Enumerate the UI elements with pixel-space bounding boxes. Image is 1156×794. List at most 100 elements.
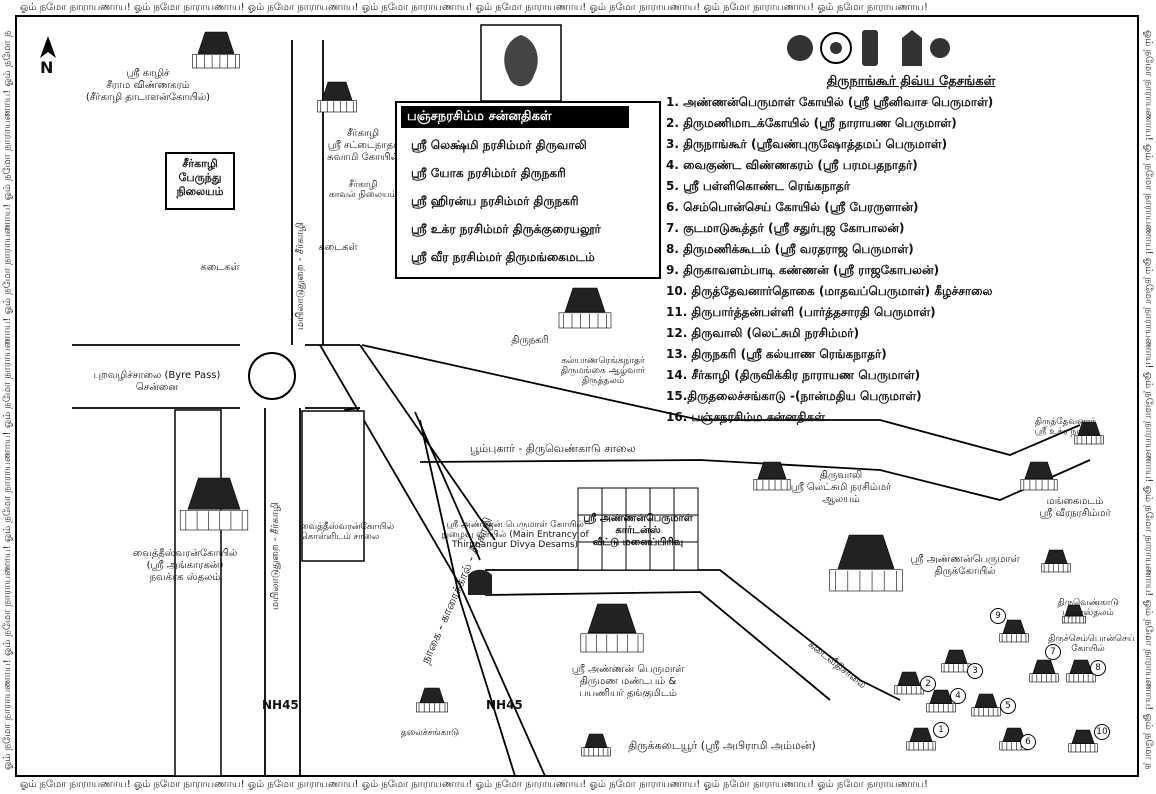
temple-icon-divya-desam [941, 649, 971, 673]
legend-item: 12. திருவாலி (லெட்சுமி நரசிம்மர்) [666, 326, 860, 340]
temple-number-marker: 9 [990, 608, 1006, 624]
label-annan-koil: ஸ்ரீ அண்ணன்பெருமாள்திருக்கோயில் [910, 554, 1020, 577]
label-sirkazhi-sattainathar: சீர்காழிஸ்ரீ சட்டைநாதர்சுவாமி கோயில் [327, 128, 399, 163]
garden-plot-grid [577, 487, 699, 571]
temple-icon-mandapam [580, 603, 644, 653]
legend-item: 9. திருகாவளம்பாடி கண்ணன் (ஸ்ரீ ராஜகோபலன்… [666, 263, 940, 277]
compass-label: N [40, 58, 54, 77]
label-thiru-devanar: திருத்தேவனார்ஸ்ரீ உக்ர நரசிம் [1034, 417, 1096, 437]
pancha-item: ஸ்ரீ யோக நரசிம்மர் திருநகரி [411, 166, 566, 180]
pancha-box-title: பஞ்சநரசிம்ம சன்னதிகள் [401, 106, 629, 128]
road-label-poompuhar: பூம்புகார் - திருவெண்காடு சாலை [470, 442, 636, 455]
roundabout [248, 352, 296, 400]
temple-icon-mangaimadam [1020, 461, 1058, 491]
label-thiruchemponsei: திருச்செம்பொன்செய்கோயில் [1048, 634, 1135, 654]
temple-icon-ramavinnagaram [192, 31, 240, 69]
deity-figure-icon [504, 35, 538, 87]
legend-item: 14. சீர்காழி (திருவிக்கிர நாராயண பெருமாள… [666, 368, 921, 382]
temple-icon-divya-desam [971, 693, 1001, 717]
temple-icon-divya-desam [926, 689, 956, 713]
label-nh45-east: NH45 [486, 698, 523, 712]
label-bypass: புறவழிச்சாலை (Byre Pass)சென்னை [93, 370, 221, 393]
road-label-mayiladuthurai-bottom: மயிலாடுதுறை - சீர்காழி [270, 502, 281, 610]
road-mayiladuthurai-sirkazhi [264, 40, 324, 776]
label-annan-garden: ஸ்ரீ அண்ணன்பெருமாள்கார்டன்ஸ்வீட்டு மனைப்… [583, 513, 693, 548]
label-sirkazhi-ramavinnagaram: ஸ்ரீ காழிச்சீராம விண்ணகரம்(சீர்காழி தாடா… [85, 68, 211, 103]
legend-item: 1. அண்ணன்பெருமாள் கோயில் (ஸ்ரீ ஸ்ரீனிவாச… [666, 95, 994, 109]
temple-icon-thiruvenkadu [1041, 549, 1071, 573]
temple-number-marker: 10 [1094, 724, 1110, 740]
temple-number-marker: 1 [933, 722, 949, 738]
legend-item: 13. திருநகரி (ஸ்ரீ கல்யாண ரெங்கநாதர்) [666, 347, 887, 361]
legend-item: 4. வைகுண்ட விண்ணகரம் (ஸ்ரீ பரமபதநாதர்) [666, 158, 918, 172]
legend-item: 10. திருத்தேவனார்தொகை (மாதவப்பெருமாள்) க… [666, 284, 993, 298]
label-thalai-sangadu: தலைச்சங்காடு [400, 728, 460, 738]
temple-icon-annan-perumal [829, 534, 903, 592]
legend-item: 6. செம்பொன்செய் கோயில் (ஸ்ரீ பேரருளான்) [666, 200, 919, 214]
label-vaitheeswaran: வைத்தீஸ்வரன்கோயில்(ஸ்ரீ அங்காரகன்)நவக்ரக… [132, 548, 238, 583]
pancha-item: ஸ்ரீ ஹிரன்ய நரசிம்மர் திருநகரி [411, 194, 579, 208]
temple-icon-divya-desam [999, 619, 1029, 643]
local-block [301, 410, 365, 562]
temple-number-marker: 2 [920, 676, 936, 692]
temple-icon-thirukadaiyur [581, 733, 611, 757]
legend-item: 7. குடமாடுகூத்தர் (ஸ்ரீ சதுர்புஜ கோபாலன்… [666, 221, 905, 235]
label-thirukadaiyur: திருக்கடையூர் (ஸ்ரீ அபிராமி அம்மன்) [628, 739, 816, 752]
road-label-mayiladuthurai-top: மயிலாடுதுறை - சீர்காழி [295, 222, 306, 330]
label-nh45-west: NH45 [262, 698, 299, 712]
temple-number-marker: 3 [967, 663, 983, 679]
legend-item: 11. திருபார்த்தன்பள்ளி (பார்த்தசாரதி பெர… [666, 305, 936, 319]
label-vaitheeswaran-road: வைத்தீஸ்வரன்கோயில்கொள்ளிடம் சாலை [300, 522, 395, 542]
temple-icon-divya-desam [906, 727, 936, 751]
temple-icon-divya-desam [894, 671, 924, 695]
right-border-text: ஓம் நமோ நாராயணாய! ஓம் நமோ நாராயணாய! ஓம் … [1143, 30, 1154, 770]
temple-icon-divya-desam [1068, 729, 1098, 753]
temple-icon-vaitheeswaran [179, 477, 249, 531]
temple-number-marker: 6 [1020, 734, 1036, 750]
legend-item: 16. பஞ்சநரசிம்ம சன்னதிகள் [666, 410, 825, 424]
label-mandapam: ஸ்ரீ அண்ணன் பெருமாள்திருமண மண்டபம் &பயணி… [571, 664, 685, 699]
label-kadaigal-1: கடைகள் [200, 262, 240, 273]
temple-icon-thalai-sangadu [416, 687, 448, 713]
legend-item: 3. திருநாங்கூர் (ஸ்ரீவண்புருஷோத்தமப் பெர… [666, 137, 948, 151]
label-thirunagari: திருநகரி [511, 335, 549, 346]
temple-icon-thiru-devanar [1074, 421, 1104, 445]
left-block [174, 409, 222, 777]
label-kadaigal-2: கடைகள் [318, 242, 358, 253]
temple-icon-chemponsei [1062, 604, 1087, 624]
legend-item: 8. திருமணிக்கூடம் (ஸ்ரீ வரதராஜ பெருமாள்) [666, 242, 914, 256]
pancha-item: ஸ்ரீ உக்ர நரசிம்மர் திருக்குரையலூர் [411, 222, 601, 236]
vaishnava-emblems-icon [787, 30, 950, 66]
compass-icon [40, 36, 56, 58]
legend-title: திருநாங்கூர் திவ்ய தேசங்கள் [826, 74, 996, 89]
divya-desam-legend: திருநாங்கூர் திவ்ய தேசங்கள் 1. அண்ணன்பெர… [666, 74, 1136, 428]
pancha-item: ஸ்ரீ வீர நரசிம்மர் திருமங்கைமடம் [411, 250, 595, 264]
temple-number-marker: 8 [1090, 660, 1106, 676]
legend-item: 2. திருமணிமாடக்கோயில் (ஸ்ரீ நாராயண பெரும… [666, 116, 957, 130]
road-bypass [72, 344, 360, 409]
bottom-border-text: ஓம் நமோ நாராயணாய! ஓம் நமோ நாராயணாய! ஓம் … [20, 779, 928, 790]
label-thiruvenkadu-puthan: திருவெண்காடுபுதன்ஸ்தலம் [1057, 598, 1119, 618]
road-nagai-karaikal [319, 344, 546, 777]
label-thiruvali: திருவாலிஸ்ரீ லெட்சுமி நரசிம்மர்ஆலயம் [790, 470, 892, 505]
label-mangaimadam: மங்கைமடம்ஸ்ரீ வீரநரசிம்மர் [1039, 496, 1111, 519]
temple-icon-thirunagari [558, 287, 612, 329]
pancha-item: ஸ்ரீ லெக்ஷ்மி நரசிம்மர் திருவாலி [411, 138, 587, 152]
label-sirkazhi-bus-stand: சீர்காழிபேருந்துநிலையம் [165, 152, 235, 210]
temple-number-marker: 7 [1045, 644, 1061, 660]
temple-icon-sattainathar [317, 81, 357, 113]
top-border-text: ஓம் நமோ நாராயணாய! ஓம் நமோ நாராயணாய! ஓம் … [20, 2, 928, 13]
temple-icon-divya-desam [1029, 659, 1059, 683]
temple-icon-divya-desam [1066, 659, 1096, 683]
temple-icon-thiruvali [753, 461, 791, 491]
entrance-arch-icon [468, 569, 492, 595]
legend-item: 5. ஸ்ரீ பள்ளிகொண்ட ரெங்கநாதர் [666, 179, 850, 193]
map-frame [15, 15, 1139, 777]
pancha-narasimha-box: பஞ்சநரசிம்ம சன்னதிகள் ஸ்ரீ லெக்ஷ்மி நரசி… [395, 101, 661, 279]
legend-item: 15.திருதலைச்சங்காடு -(நான்மதிய பெருமாள்) [666, 389, 922, 403]
label-sirkazhi-police: சீர்காழிகாவல் நிலையம் [329, 180, 397, 200]
label-entrance-arch: ஸ்ரீ அண்ணன் பெருமாள் கோயில்நுழைவு வாயில்… [441, 520, 589, 550]
label-kalyana-ranganathar: கல்யாணரெங்கநாதர்திருமங்கை ஆழ்வார்திருத்த… [560, 356, 646, 386]
temple-number-marker: 4 [950, 688, 966, 704]
